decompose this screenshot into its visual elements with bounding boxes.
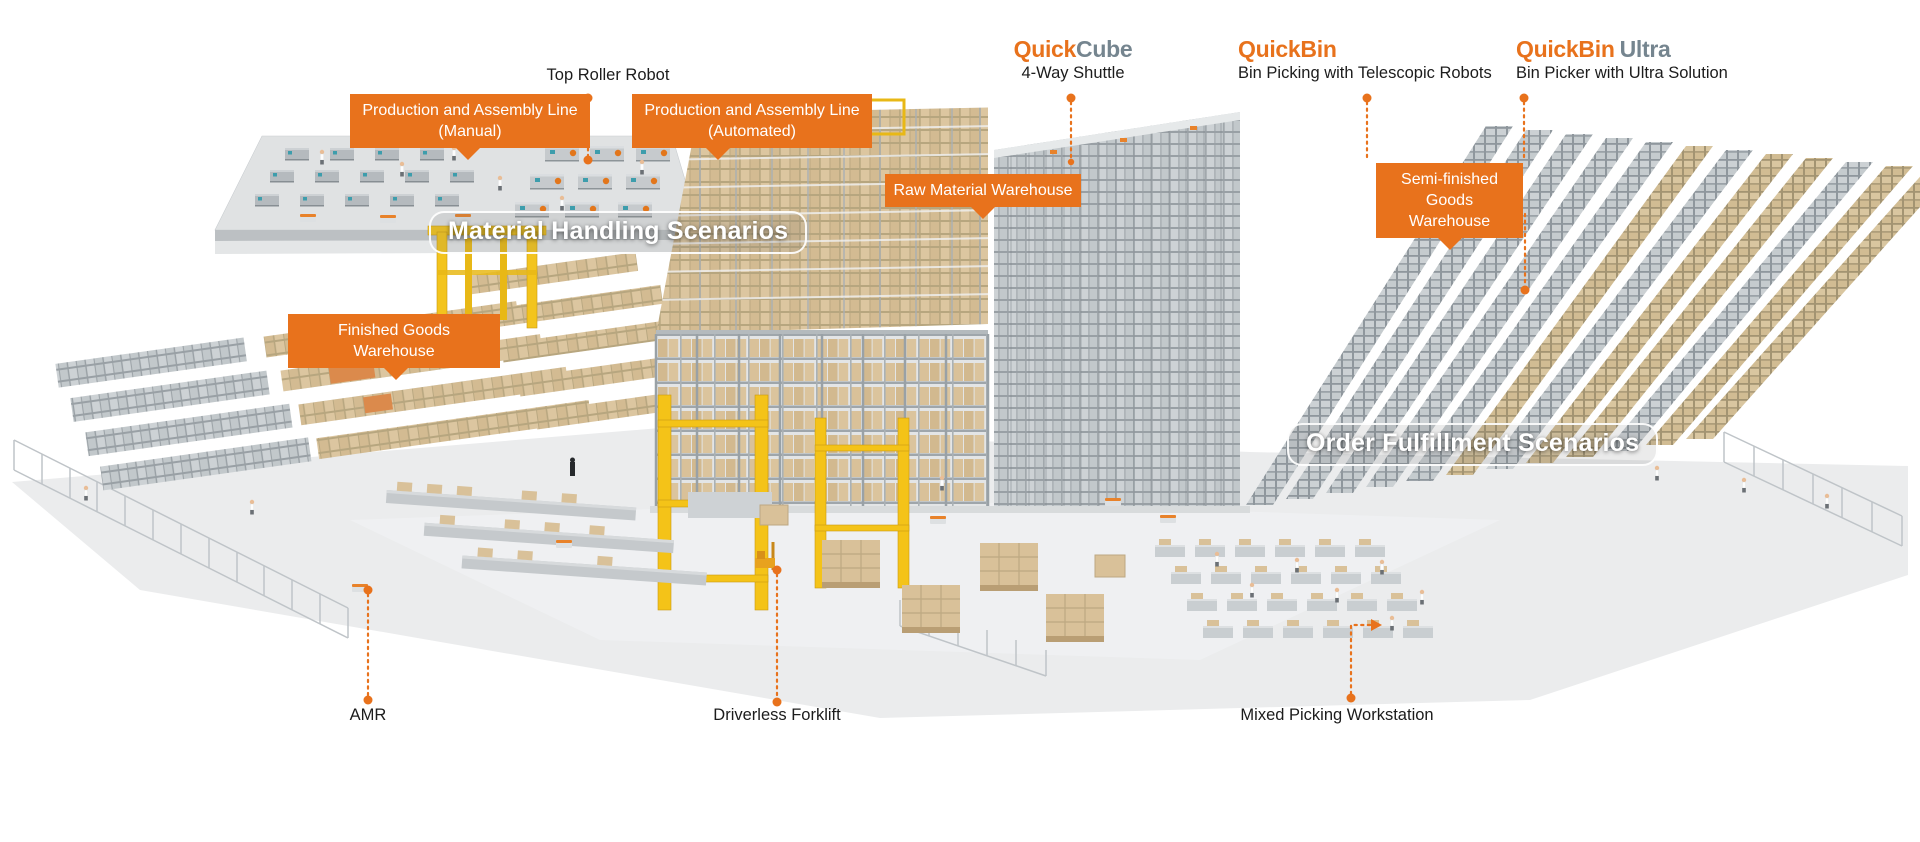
- driverless-forklift-vehicle: [755, 542, 775, 570]
- stacker-cranes: [657, 394, 910, 611]
- quickbin-ultra-logo-part1: QuickBin: [1516, 36, 1615, 62]
- quickcube-logo: QuickCube: [1014, 36, 1133, 62]
- label-mixed-picking-workstation: Mixed Picking Workstation: [1240, 706, 1434, 724]
- quickbin-ultra-subtitle: Bin Picker with Ultra Solution: [1516, 64, 1728, 82]
- callout-production-manual: Production and Assembly Line (Manual): [350, 94, 590, 149]
- product-quickcube: QuickCube 4-Way Shuttle: [1014, 36, 1133, 83]
- callout-raw-material-warehouse: Raw Material Warehouse: [885, 174, 1081, 208]
- callout-production-automated: Production and Assembly Line (Automated): [632, 94, 872, 149]
- infeed-conveyor: [688, 492, 772, 518]
- quickcube-logo-part1: Quick: [1013, 36, 1077, 62]
- gantry-crane-left: [427, 225, 547, 329]
- quickbin-subtitle: Bin Picking with Telescopic Robots: [1238, 64, 1492, 82]
- quickcube-logo-part2: Cube: [1076, 36, 1133, 62]
- quickbin-racks: [994, 112, 1240, 512]
- label-driverless-forklift: Driverless Forklift: [713, 706, 841, 724]
- badge-material-handling-scenarios: Material Handling Scenarios: [429, 211, 808, 254]
- workers: [83, 457, 1830, 631]
- production-platform: [214, 135, 701, 254]
- callout-finished-goods-warehouse: Finished Goods Warehouse: [288, 314, 500, 369]
- outbound-conveyors: [385, 481, 707, 586]
- product-quickbin: QuickBin Bin Picking with Telescopic Rob…: [1238, 36, 1492, 83]
- worker-dark: [570, 457, 575, 476]
- label-amr: AMR: [349, 706, 387, 724]
- quickbin-logo-part2: Bin: [1300, 36, 1337, 62]
- quickcube-subtitle: 4-Way Shuttle: [1021, 64, 1125, 82]
- perimeter-fence: [13, 431, 1903, 677]
- label-top-roller-robot: Top Roller Robot: [546, 66, 670, 84]
- quickbin-ultra-logo-part2: Ultra: [1619, 36, 1671, 62]
- pallet-stacks: [759, 504, 1126, 643]
- badge-order-fulfillment-scenarios: Order Fulfillment Scenarios: [1287, 423, 1659, 466]
- quickbin-logo-part1: Quick: [1238, 36, 1301, 62]
- callout-semi-finished-warehouse: Semi-finished Goods Warehouse: [1376, 163, 1523, 239]
- quickbin-logo: QuickBin: [1238, 36, 1492, 62]
